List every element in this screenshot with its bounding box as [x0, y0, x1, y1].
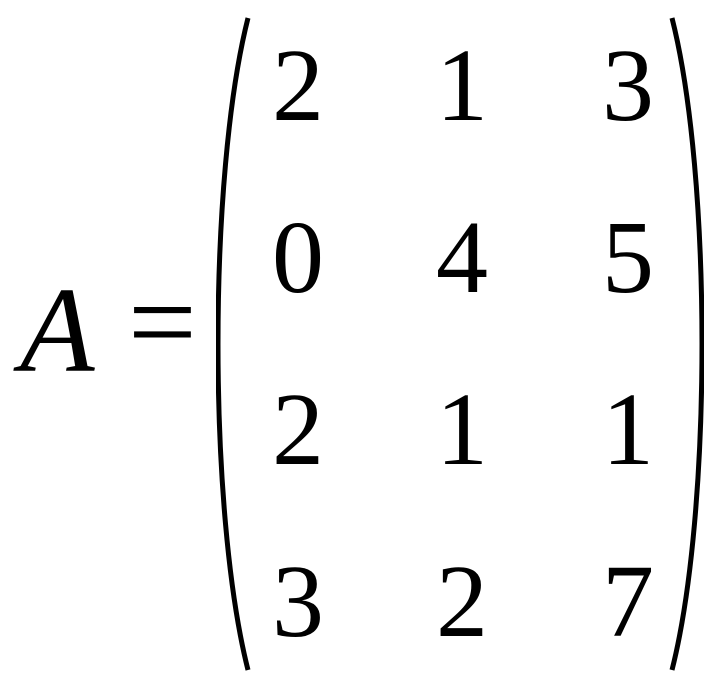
- matrix-cell: 0: [272, 200, 324, 315]
- matrix-cell: 2: [272, 28, 324, 143]
- equals-sign: =: [128, 255, 197, 390]
- matrix-cell: 5: [602, 200, 654, 315]
- right-parenthesis: [669, 17, 704, 671]
- matrix-cell: 4: [436, 200, 488, 315]
- matrix-cell: 3: [602, 28, 654, 143]
- matrix-cell: 3: [272, 544, 324, 659]
- matrix-cell: 1: [436, 28, 488, 143]
- left-parenthesis: [216, 17, 251, 671]
- matrix-cell: 7: [602, 544, 654, 659]
- matrix-variable: A: [20, 263, 95, 398]
- matrix-cell: 2: [436, 544, 488, 659]
- matrix-cell: 1: [436, 372, 488, 487]
- matrix-cell: 2: [272, 372, 324, 487]
- matrix-cell: 1: [602, 372, 654, 487]
